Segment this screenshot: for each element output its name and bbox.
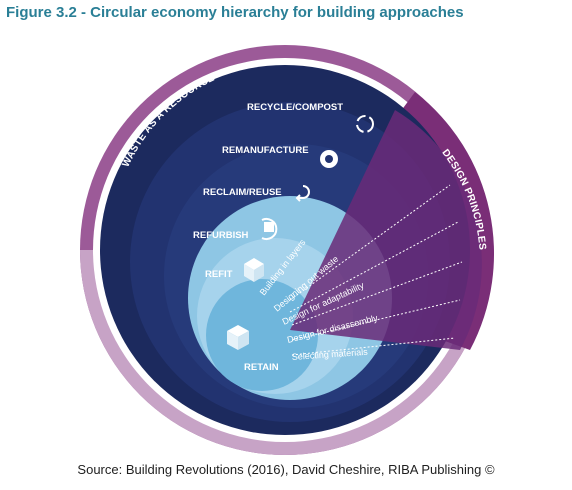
level-label-retain: RETAIN: [244, 362, 279, 373]
level-label-recycle: RECYCLE/COMPOST: [247, 102, 343, 113]
gear-icon: [320, 150, 338, 168]
design-principle-leaders: [289, 184, 463, 356]
source-caption: Source: Building Revolutions (2016), Dav…: [77, 462, 495, 477]
level-label-reclaim: RECLAIM/REUSE: [203, 187, 282, 198]
design-principles-wedge: [290, 110, 482, 350]
level-label-refit: REFIT: [205, 269, 233, 280]
recycle-arrows-icon: [356, 115, 374, 133]
cube-arrow-icon: [244, 258, 264, 282]
figure-title: Figure 3.2 - Circular economy hierarchy …: [6, 4, 464, 21]
cube-icon: [227, 325, 249, 350]
refresh-box-icon: [261, 218, 278, 240]
ring-retain: [206, 279, 318, 391]
level-label-remanufacture: REMANUFACTURE: [222, 145, 309, 156]
return-arrow-icon: [295, 185, 310, 202]
level-label-refurbish: REFURBISH: [193, 230, 249, 241]
